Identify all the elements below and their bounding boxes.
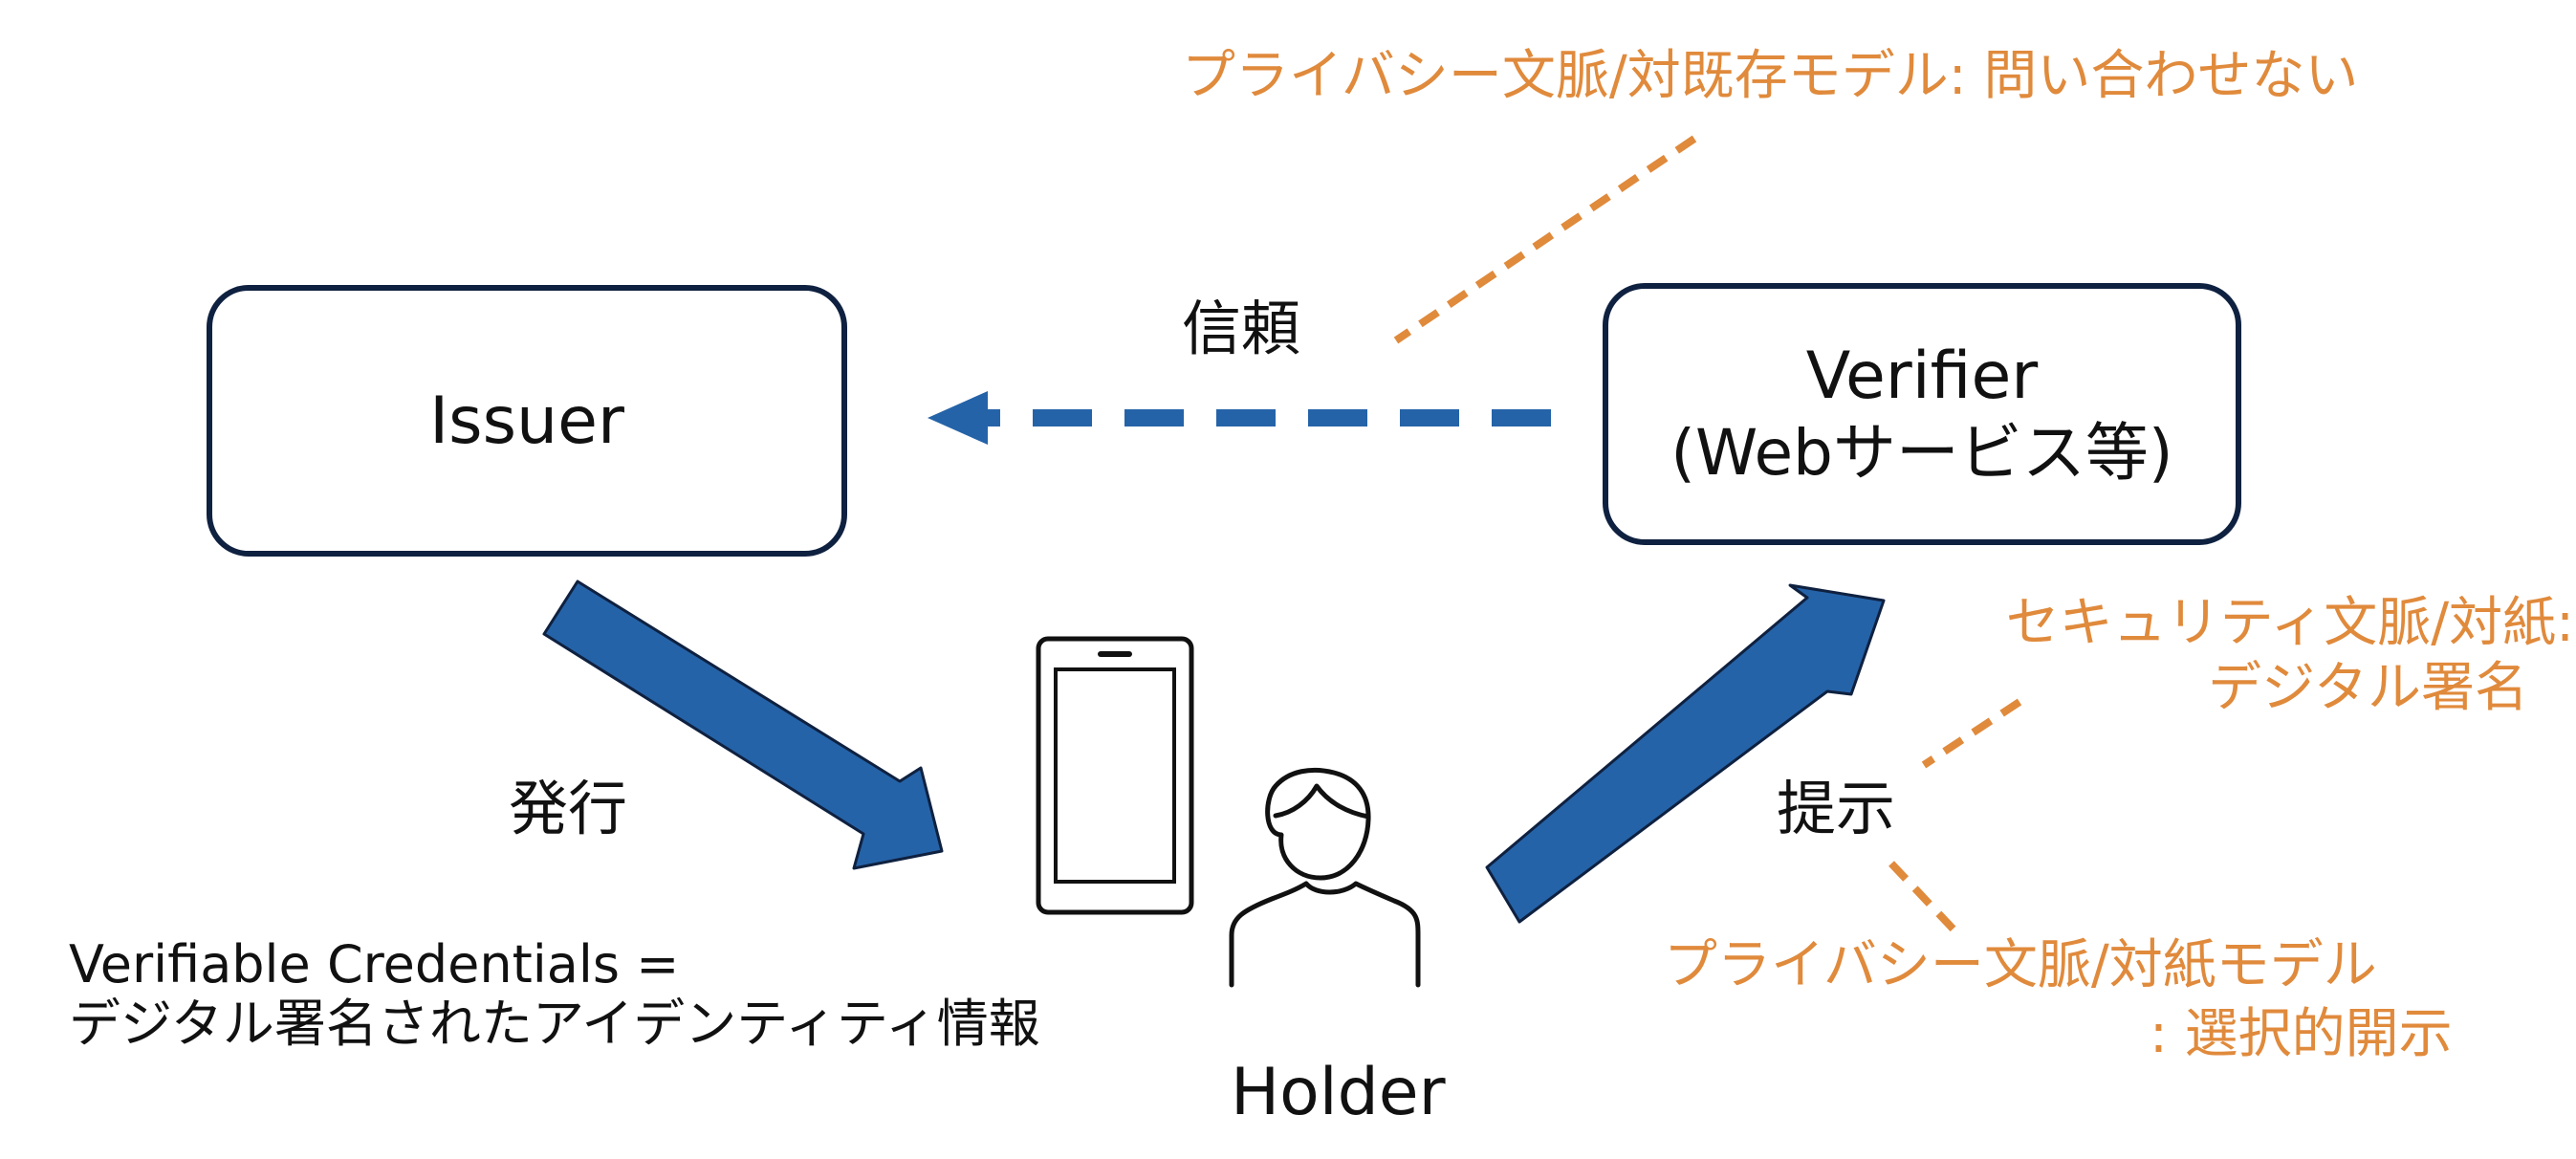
issue-label: 発行 bbox=[509, 774, 628, 843]
verifier-node: Verifier (Webサービス等) bbox=[1603, 283, 2241, 545]
verifier-sublabel: (Webサービス等) bbox=[1670, 416, 2173, 491]
holder-label: Holder bbox=[1231, 1055, 1446, 1130]
person-icon bbox=[1229, 767, 1421, 988]
issuer-label: Issuer bbox=[429, 383, 624, 459]
issue-arrow bbox=[542, 580, 944, 870]
smartphone-icon bbox=[1036, 636, 1194, 915]
privacy-verifier-leader bbox=[1393, 135, 1697, 344]
trust-arrow-head bbox=[928, 391, 988, 445]
verifier-label: Verifier bbox=[1805, 338, 2039, 414]
vc-definition-line1: Verifiable Credentials = bbox=[69, 934, 680, 995]
privacy-verifier-note: プライバシー文脈/対既存モデル: 問い合わせない bbox=[1182, 45, 2359, 107]
vc-definition-line2: デジタル署名されたアイデンティティ情報 bbox=[69, 994, 1040, 1055]
present-label: 提示 bbox=[1777, 774, 1896, 843]
security-note: セキュリティ文脈/対紙: デジタル署名 bbox=[2006, 591, 2574, 722]
issuer-node: Issuer bbox=[207, 285, 847, 557]
present-arrow bbox=[1485, 583, 1886, 924]
vc-definition: Verifiable Credentials = デジタル署名されたアイデンティ… bbox=[69, 934, 1040, 1055]
security-note-line2: デジタル署名 bbox=[2208, 657, 2528, 720]
privacy-present-leader bbox=[1888, 861, 1958, 934]
trust-label: 信頼 bbox=[1182, 294, 1301, 363]
privacy-present-note-line1: プライバシー文脈/対紙モデル bbox=[1664, 934, 2377, 996]
security-leader bbox=[1921, 698, 2022, 769]
privacy-present-note-line2: : 選択的開示 bbox=[2150, 1003, 2453, 1065]
security-note-line1: セキュリティ文脈/対紙: bbox=[2005, 592, 2574, 654]
trust-arrow bbox=[928, 391, 1551, 445]
